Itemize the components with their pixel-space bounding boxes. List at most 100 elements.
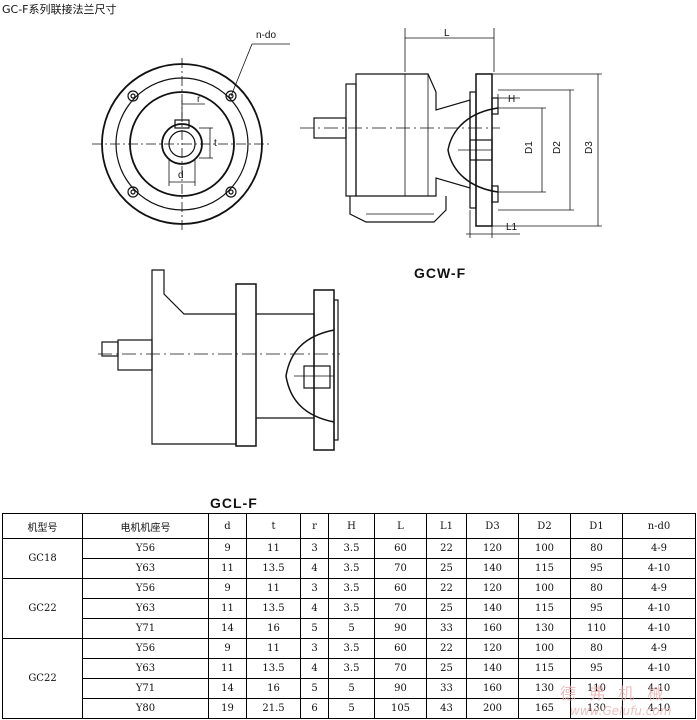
value-cell: 120	[466, 578, 519, 599]
gcl-side-view	[98, 269, 340, 451]
value-cell: 9	[208, 578, 247, 599]
header-cell: H	[328, 513, 375, 539]
value-cell: 11	[208, 598, 247, 619]
label-L: L	[444, 28, 450, 39]
model-cell: GC22	[2, 578, 83, 639]
value-cell: 33	[426, 618, 467, 639]
value-cell: 4	[300, 558, 329, 579]
value-cell: 115	[518, 658, 571, 679]
label-L1: L1	[506, 222, 518, 233]
value-cell: 95	[570, 658, 623, 679]
value-cell: 90	[374, 618, 427, 639]
value-cell: 14	[208, 678, 247, 699]
value-cell: 80	[570, 578, 623, 599]
watermark: 德 弗 机 械 www.Gelufu.com	[560, 680, 690, 720]
value-cell: 6	[300, 698, 329, 719]
header-cell: D1	[570, 513, 623, 539]
header-cell: 电机机座号	[82, 513, 209, 539]
motor-frame-cell: Y63	[82, 558, 209, 579]
value-cell: 3	[300, 638, 329, 659]
dimension-table: 机型号 电机机座号 d t r H L L1 D3 D2 D1 n-d0 GC1…	[2, 513, 696, 719]
value-cell: 25	[426, 598, 467, 619]
value-cell: 3.5	[328, 558, 375, 579]
value-cell: 9	[208, 638, 247, 659]
value-cell: 5	[300, 678, 329, 699]
label-n-do: n-do	[256, 30, 276, 41]
value-cell: 70	[374, 658, 427, 679]
header-cell: D2	[518, 513, 571, 539]
value-cell: 4	[300, 658, 329, 679]
page-title: GC-F系列联接法兰尺寸	[2, 3, 117, 16]
value-cell: 4-10	[622, 698, 696, 719]
value-cell: 60	[374, 638, 427, 659]
motor-frame-cell: Y56	[82, 538, 209, 559]
value-cell: 25	[426, 558, 467, 579]
value-cell: 11	[246, 578, 301, 599]
value-cell: 22	[426, 538, 467, 559]
value-cell: 3.5	[328, 578, 375, 599]
value-cell: 5	[328, 678, 375, 699]
front-view	[92, 43, 290, 230]
value-cell: 14	[208, 618, 247, 639]
value-cell: 100	[518, 638, 571, 659]
value-cell: 5	[300, 618, 329, 639]
value-cell: 43	[426, 698, 467, 719]
gcw-f-caption: GCW-F	[414, 265, 466, 281]
motor-frame-cell: Y71	[82, 678, 209, 699]
value-cell: 140	[466, 658, 519, 679]
technical-drawing: n-do r t d	[92, 28, 602, 511]
value-cell: 160	[466, 678, 519, 699]
value-cell: 13.5	[246, 558, 301, 579]
label-D3: D3	[584, 141, 595, 154]
value-cell: 9	[208, 538, 247, 559]
value-cell: 115	[518, 598, 571, 619]
value-cell: 60	[374, 578, 427, 599]
header-cell: t	[246, 513, 301, 539]
value-cell: 115	[518, 558, 571, 579]
value-cell: 5	[328, 698, 375, 719]
value-cell: 16	[246, 618, 301, 639]
value-cell: 13.5	[246, 598, 301, 619]
value-cell: 80	[570, 538, 623, 559]
value-cell: 33	[426, 678, 467, 699]
value-cell: 140	[466, 598, 519, 619]
value-cell: 200	[466, 698, 519, 719]
value-cell: 22	[426, 638, 467, 659]
value-cell: 11	[246, 538, 301, 559]
motor-frame-cell: Y63	[82, 658, 209, 679]
value-cell: 3	[300, 578, 329, 599]
motor-frame-cell: Y80	[82, 698, 209, 719]
label-t: t	[214, 138, 217, 149]
motor-frame-cell: Y63	[82, 598, 209, 619]
header-cell: L1	[426, 513, 467, 539]
value-cell: 130	[518, 618, 571, 639]
value-cell: 90	[374, 678, 427, 699]
value-cell: 16	[246, 678, 301, 699]
value-cell: 3	[300, 538, 329, 559]
motor-frame-cell: Y71	[82, 618, 209, 639]
model-cell: GC22	[2, 638, 83, 719]
value-cell: 3.5	[328, 538, 375, 559]
value-cell: 21.5	[246, 698, 301, 719]
value-cell: 70	[374, 598, 427, 619]
label-D1: D1	[524, 141, 535, 154]
header-cell: D3	[466, 513, 519, 539]
value-cell: 3.5	[328, 598, 375, 619]
motor-frame-cell: Y56	[82, 578, 209, 599]
value-cell: 4-9	[622, 638, 696, 659]
label-H: H	[508, 94, 515, 105]
value-cell: 80	[570, 638, 623, 659]
model-cell: GC18	[2, 538, 83, 579]
value-cell: 5	[328, 618, 375, 639]
gcw-side-view	[300, 28, 602, 238]
value-cell: 19	[208, 698, 247, 719]
value-cell: 60	[374, 538, 427, 559]
value-cell: 4	[300, 598, 329, 619]
label-d: d	[178, 170, 184, 181]
